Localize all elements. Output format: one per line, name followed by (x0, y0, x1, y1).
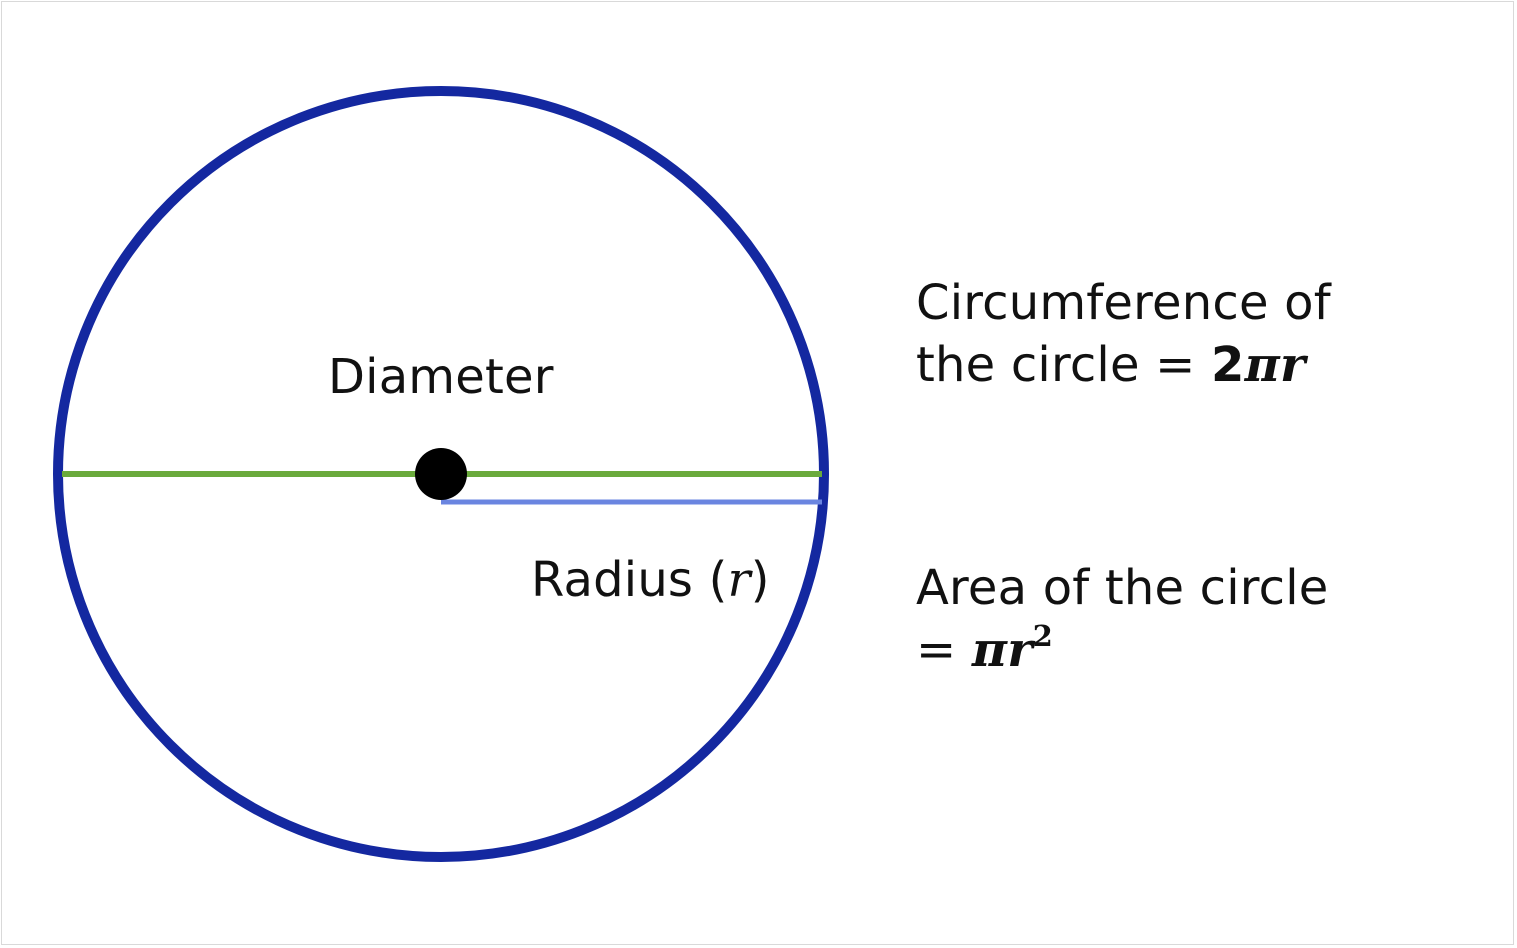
radius-symbol: r (727, 552, 751, 608)
radius-word: Radius ( (531, 552, 728, 608)
area-exponent: 2 (1032, 618, 1053, 653)
circumference-r: r (1279, 337, 1306, 393)
area-formula: Area of the circle = πr2 (916, 557, 1329, 681)
area-equals: = (916, 622, 972, 678)
circumference-line1: Circumference of (916, 275, 1331, 331)
center-point (415, 448, 467, 500)
circumference-pi: π (1244, 337, 1280, 393)
circumference-line2-text: the circle = (916, 337, 1212, 393)
diameter-text: Diameter (328, 349, 554, 405)
circumference-coefficient: 2 (1211, 337, 1245, 393)
area-line1: Area of the circle (916, 560, 1329, 616)
diameter-label: Diameter (328, 346, 554, 408)
area-r: r (1007, 622, 1033, 678)
circumference-formula: Circumference of the circle = 2πr (916, 272, 1331, 396)
radius-label: Radius (r) (531, 549, 770, 611)
radius-close: ) (750, 552, 770, 608)
circle-outline (53, 86, 829, 862)
area-line2: = πr2 (916, 619, 1329, 681)
circumference-line2: the circle = 2πr (916, 334, 1331, 396)
area-pi: π (971, 622, 1008, 678)
